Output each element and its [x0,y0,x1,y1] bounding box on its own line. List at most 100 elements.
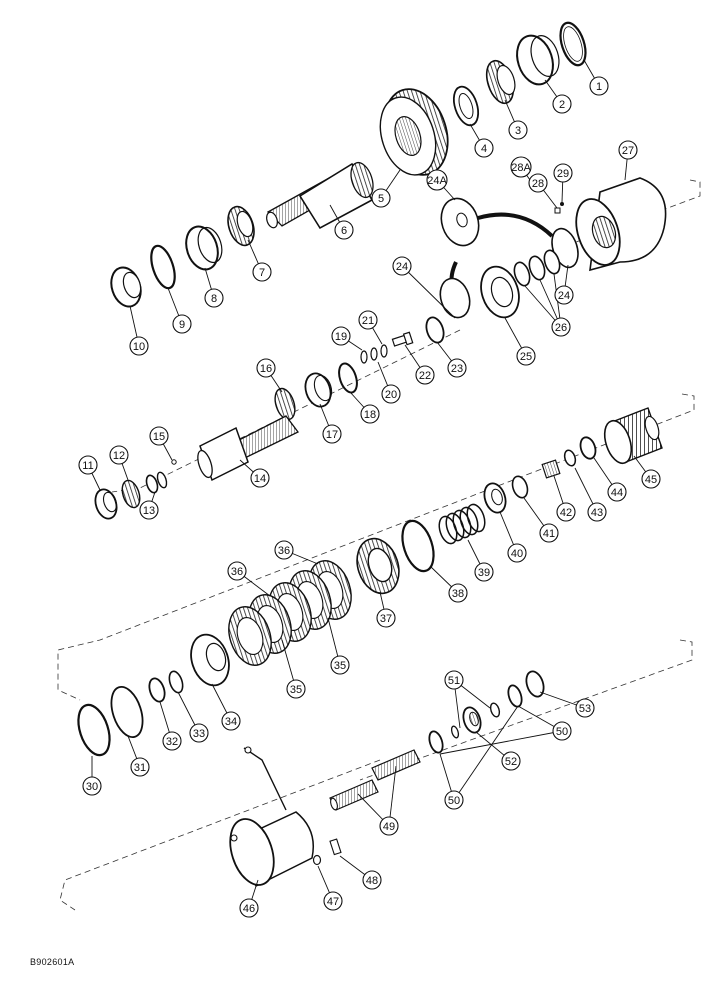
callout-9: 9 [172,314,192,334]
callout-circle-22 [415,365,435,385]
callout-circle-52 [501,751,521,771]
callout-14: 14 [250,468,270,488]
callout-11: 11 [78,455,98,475]
callout-36: 36 [274,540,294,560]
part-rings-19-21 [360,344,388,364]
callout-label-34: 34 [225,716,237,728]
callout-label-52: 52 [505,756,517,768]
part-clutch-hub-45 [603,407,663,465]
callout-circle-27 [618,140,638,160]
leader-line-50 [439,730,563,755]
callout-24: 24 [554,285,574,305]
callout-3: 3 [508,120,528,140]
part-bearing-cone-7 [227,205,255,247]
callout-label-42: 42 [560,507,572,519]
callout-label-26: 26 [555,322,567,334]
leader-line-50 [453,705,519,801]
callout-circle-28a [510,156,532,178]
callout-23: 23 [447,358,467,378]
callout-17: 17 [322,424,342,444]
callout-circle-31 [130,757,150,777]
part-snap-ring-38 [401,519,435,573]
callout-circle-14 [250,468,270,488]
callout-label-53: 53 [579,703,591,715]
callout-42: 42 [556,502,576,522]
callout-44: 44 [607,482,627,502]
callout-label-40: 40 [511,548,523,560]
part-snap-ring-1 [559,21,587,67]
leader-line-24 [401,265,456,319]
callout-label-39: 39 [478,567,490,579]
callout-24a: 24A [426,169,448,191]
callout-34: 34 [221,711,241,731]
callout-circle-26 [551,317,571,337]
callout-circle-23 [447,358,467,378]
callout-15: 15 [149,426,169,446]
callout-label-20: 20 [385,389,397,401]
callout-circle-21 [358,310,378,330]
part-plate-24a [440,197,480,247]
callout-label-17: 17 [326,429,338,441]
callout-circle-35 [330,655,350,675]
callout-33: 33 [189,723,209,743]
callout-19: 19 [331,326,351,346]
callout-circle-20 [381,384,401,404]
callout-28a: 28A [510,156,532,178]
part-cup-17 [304,372,333,408]
callout-50: 50 [444,790,464,810]
callout-label-37: 37 [380,613,392,625]
callout-label-45: 45 [645,474,657,486]
callout-circle-50 [444,790,464,810]
callout-label-44: 44 [611,487,623,499]
callout-label-11: 11 [82,460,93,472]
callout-29: 29 [553,163,573,183]
callout-circle-30 [82,776,102,796]
callout-25: 25 [516,346,536,366]
callout-label-50: 50 [448,795,460,807]
callout-1: 1 [589,76,609,96]
callout-label-21: 21 [362,315,374,327]
callout-40: 40 [507,543,527,563]
callout-label-48: 48 [366,875,378,887]
callout-label-47: 47 [327,896,339,908]
part-snap-ring-18 [338,362,358,394]
callout-label-36: 36 [231,566,243,578]
callout-label-25: 25 [520,351,532,363]
callout-49: 49 [379,816,399,836]
callout-39: 39 [474,562,494,582]
callout-circle-48 [362,870,382,890]
callout-circle-39 [474,562,494,582]
callout-label-24a: 24A [427,175,447,187]
callout-label-51: 51 [448,675,460,687]
callout-22: 22 [415,365,435,385]
callout-label-31: 31 [134,762,146,774]
callout-circle-4 [474,138,494,158]
callout-circle-24 [554,285,574,305]
part-output-shaft-6 [266,161,374,230]
part-cup-11 [94,488,118,520]
callout-label-2: 2 [559,99,565,111]
callout-37: 37 [376,608,396,628]
callout-label-24: 24 [558,290,570,302]
callout-circle-35 [286,679,306,699]
part-washers-40-41 [483,475,529,514]
callout-12: 12 [109,445,129,465]
callout-47: 47 [323,891,343,911]
callout-circle-51 [444,670,464,690]
callout-label-36: 36 [278,545,290,557]
callout-label-5: 5 [378,193,384,205]
callout-label-18: 18 [364,409,376,421]
callout-6: 6 [334,220,354,240]
callout-7: 7 [252,262,272,282]
part-washer-4 [452,85,480,127]
callout-circle-46 [239,898,259,918]
callout-50: 50 [552,721,572,741]
part-ring-23 [425,316,445,344]
callout-label-7: 7 [259,267,265,279]
callout-circle-18 [360,404,380,424]
callout-51: 51 [444,670,464,690]
callout-circle-1 [589,76,609,96]
callout-28: 28 [528,173,548,193]
callout-circle-12 [109,445,129,465]
callout-label-29: 29 [557,168,569,180]
